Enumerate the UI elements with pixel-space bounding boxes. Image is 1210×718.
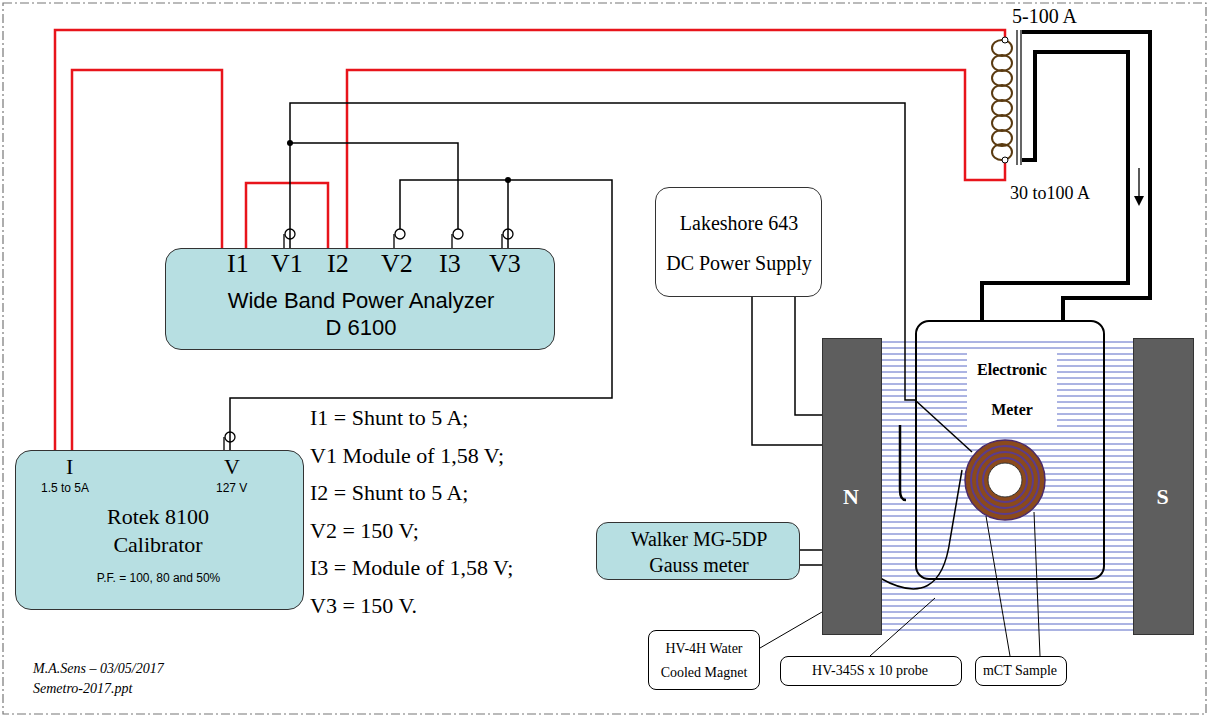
terminal-label: I3 [439, 249, 461, 279]
channel-spec: V2 = 150 V; [310, 518, 419, 544]
secondary-conductor [982, 52, 1128, 320]
probe [880, 425, 962, 589]
leader-line [1034, 512, 1040, 656]
channel-spec: I1 = Shunt to 5 A; [310, 405, 468, 431]
power-analyzer: I1 V1 I2 V2 I3 V3Wide Band Power Analyzer D 6… [165, 248, 555, 350]
magnetic-field-lines [880, 342, 1133, 630]
sample-winding [977, 452, 1033, 508]
terminal-label: V2 [381, 249, 413, 279]
channel-spec: I2 = Shunt to 5 A; [310, 480, 468, 506]
callout-box: HV-4H Water Cooled Magnet [648, 630, 760, 690]
device-name: Wide Band Power Analyzer D 6100 [221, 287, 501, 341]
device-name: Electronic Meter [967, 350, 1057, 430]
current-range: 5-100 A [1012, 5, 1077, 27]
wire [795, 297, 822, 415]
primary-coil [992, 40, 1012, 160]
callout-box: HV-345S x 10 probe [780, 656, 962, 686]
author-note: M.A.Sens – 03/05/2017 [33, 660, 164, 678]
transformer-core [1017, 30, 1021, 165]
sample-core [965, 440, 1045, 520]
channel-spec: V1 Module of 1,58 V; [310, 443, 504, 469]
coil-turn [992, 85, 1012, 101]
coil-turn [992, 70, 1012, 86]
wire [800, 549, 822, 551]
terminal-label: I2 [327, 249, 349, 279]
transformer [982, 30, 1150, 320]
terminal-symbol [395, 229, 405, 239]
sample-winding [971, 446, 1039, 514]
power-supply: Lakeshore 643 DC Power Supply [655, 187, 822, 297]
device-name: Rotek 8100 Calibrator [88, 503, 228, 559]
dash-dot-border [3, 3, 1206, 714]
coil-turn [992, 144, 1012, 160]
electronic-meter: Electronic Meter [915, 320, 1105, 580]
pole-label: S [1134, 484, 1191, 510]
gauss-lead [798, 564, 822, 566]
leader-line [986, 516, 1010, 656]
coil-turn [992, 100, 1012, 116]
gauss-meter: Walker MG-5DP Gauss meter [596, 522, 800, 580]
terminal-symbol [453, 229, 463, 239]
terminal-range: 1.5 to 5A [41, 481, 89, 495]
magnet-pole: S [1133, 338, 1194, 635]
current-arrowhead [1134, 196, 1144, 206]
terminal-label: V [224, 454, 240, 480]
coil-terminal [1002, 37, 1008, 43]
terminal-label: I1 [227, 249, 249, 279]
wire [760, 612, 822, 648]
mct-sample-ring [965, 440, 1045, 520]
current-range: 30 to100 A [1010, 182, 1090, 204]
channel-spec: I3 = Module of 1,58 V; [310, 555, 513, 581]
sample-hole [988, 463, 1022, 497]
callout-text: HV-4H Water Cooled Magnet [653, 637, 755, 685]
supply-wire [752, 297, 822, 445]
probe-cable [880, 470, 962, 589]
secondary-conductor [1022, 32, 1150, 320]
coil-turn [992, 40, 1012, 56]
sample-winding [983, 458, 1027, 502]
callout-box: mCT Sample [975, 656, 1067, 686]
leader-lines [870, 512, 1040, 656]
coil-turn [992, 115, 1012, 131]
file-note: Semetro-2017.ppt [33, 680, 132, 698]
current-wire [246, 183, 328, 248]
coil-turn [992, 55, 1012, 71]
device-name: Walker MG-5DP Gauss meter [619, 526, 779, 578]
coil-terminal [1002, 157, 1008, 163]
pole-label: N [823, 484, 879, 510]
device-name: Lakeshore 643 DC Power Supply [666, 203, 812, 283]
meter-lead [915, 400, 972, 452]
terminal-range: 127 V [216, 481, 247, 495]
voltage-wire [400, 180, 508, 229]
calibrator: I1.5 to 5A V127 V Rotek 8100 CalibratorP.F… [15, 450, 304, 610]
terminal-label: V1 [271, 249, 303, 279]
channel-spec: V3 = 150 V. [310, 593, 417, 619]
callout-text: HV-345S x 10 probe [781, 661, 959, 681]
hall-probe [900, 425, 906, 500]
terminal-label: V3 [489, 249, 521, 279]
current-arrow [1138, 168, 1139, 198]
callout-text: mCT Sample [976, 661, 1064, 681]
terminal-label: I [66, 454, 73, 480]
power-factor-note: P.F. = 100, 80 and 50% [16, 571, 301, 585]
voltage-wire [290, 143, 458, 229]
magnet-pole: N [822, 338, 882, 635]
